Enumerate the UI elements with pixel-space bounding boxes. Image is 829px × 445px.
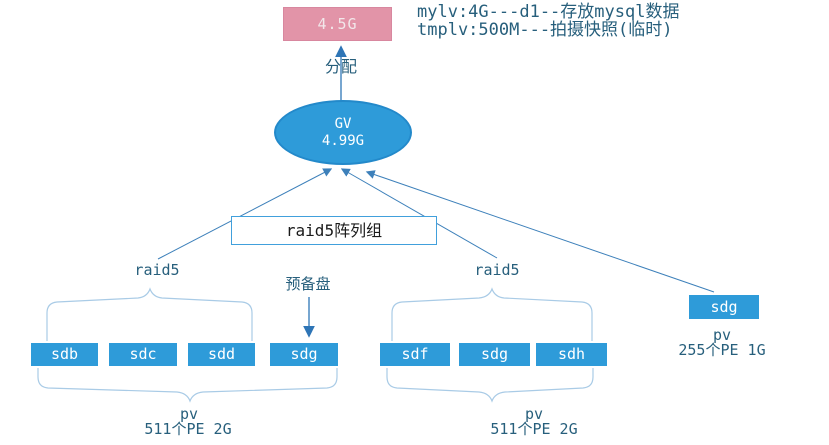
disk-sdg-middle: sdg xyxy=(459,343,530,366)
middle-pe-count: 511个PE 2G xyxy=(490,420,578,438)
middle-raid-to-vg-arrow xyxy=(340,168,498,259)
sdg-pv-to-vg-arrow xyxy=(365,170,715,293)
lv-annotation-line1: mylv:4G---d1--存放mysql数据 xyxy=(417,2,680,22)
middle-raid5-top-brace xyxy=(391,287,593,341)
disk-sdg-spare: sdg xyxy=(270,343,338,366)
middle-raid5-label: raid5 xyxy=(474,261,520,279)
spare-disk-label: 预备盘 xyxy=(285,275,331,293)
right-pv-label: pv xyxy=(712,326,732,344)
left-raid5-top-brace xyxy=(46,287,253,341)
middle-pv-label: pv xyxy=(524,405,544,423)
volume-group-size: 4.99G xyxy=(321,132,365,149)
middle-pv-bottom-brace xyxy=(386,368,594,403)
left-raid-to-vg-arrow xyxy=(157,168,333,260)
disk-sdg-right: sdg xyxy=(689,295,759,319)
right-pe-count: 255个PE 1G xyxy=(678,341,766,359)
allocation-label: 分配 xyxy=(324,57,357,76)
left-pv-label: pv xyxy=(179,405,199,423)
left-raid5-label: raid5 xyxy=(134,261,180,279)
lv-annotation: mylv:4G---d1--存放mysql数据 tmplv:500M---拍摄快… xyxy=(417,3,679,39)
disk-sdd: sdd xyxy=(188,343,255,366)
disk-sdh: sdh xyxy=(536,343,607,366)
raid5-array-group-box: raid5阵列组 xyxy=(231,216,437,245)
disk-sdc: sdc xyxy=(109,343,177,366)
volume-group-name: GV xyxy=(334,115,352,132)
left-pe-count: 511个PE 2G xyxy=(144,420,232,438)
lv-annotation-line2: tmplv:500M---拍摄快照(临时) xyxy=(417,20,673,40)
left-pv-bottom-brace xyxy=(37,368,338,403)
volume-group-ellipse: GV 4.99G xyxy=(274,100,412,165)
disk-sdf: sdf xyxy=(380,343,450,366)
lv-size-box: 4.5G xyxy=(283,7,392,41)
disk-sdb: sdb xyxy=(31,343,98,366)
